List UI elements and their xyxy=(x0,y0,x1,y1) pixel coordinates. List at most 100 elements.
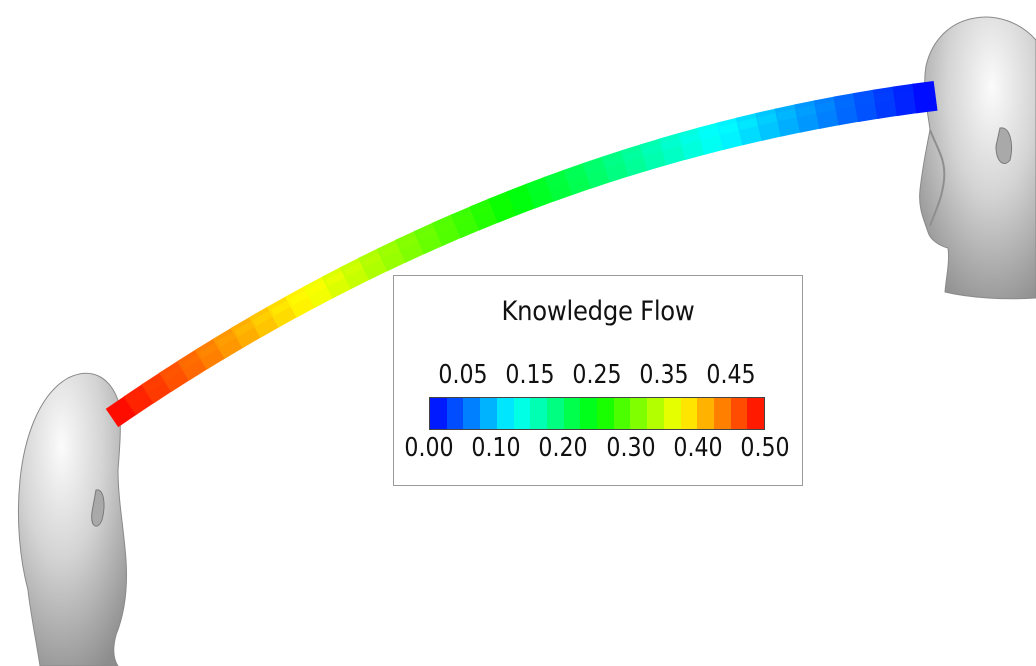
flow-segment-highlight xyxy=(289,289,311,306)
flow-segment xyxy=(677,127,706,160)
right-head-shape xyxy=(919,16,1036,300)
flow-segment xyxy=(716,117,745,151)
color-bar-level xyxy=(713,398,731,429)
flow-segment xyxy=(853,89,879,123)
color-bar-level xyxy=(563,398,581,429)
flow-segment xyxy=(833,92,860,126)
flow-segment-highlight xyxy=(604,154,626,169)
right-face-detail xyxy=(929,129,946,227)
color-bar-level xyxy=(530,398,547,429)
flow-segment-highlight xyxy=(343,260,366,277)
flow-segment xyxy=(892,83,918,117)
flow-segment xyxy=(469,198,500,231)
flow-segment-highlight xyxy=(216,330,239,348)
legend-title: Knowledge Flow xyxy=(501,296,695,327)
flow-segment-highlight xyxy=(491,194,513,210)
flow-segment-highlight xyxy=(307,279,329,296)
flow-segment-highlight xyxy=(796,104,818,118)
flow-segment xyxy=(544,169,574,202)
color-bar-level xyxy=(730,398,748,429)
color-bar-level xyxy=(480,398,497,429)
flow-segment xyxy=(639,138,668,171)
flow-segment-highlight xyxy=(566,166,588,181)
flow-segment-highlight xyxy=(361,251,384,268)
flow-segment xyxy=(755,108,783,141)
left-head-shape xyxy=(17,372,127,666)
flow-segment xyxy=(658,132,687,166)
flow-segment-highlight xyxy=(661,137,683,151)
color-bar-level xyxy=(597,398,614,429)
left-ear xyxy=(91,489,105,527)
flow-segment-highlight xyxy=(380,243,402,259)
legend-tick-label: 0.40 xyxy=(673,433,723,463)
legend-tick-label: 0.45 xyxy=(706,360,756,390)
color-bar-level xyxy=(513,398,531,429)
flow-segment xyxy=(105,395,138,428)
legend-tick-label: 0.10 xyxy=(471,433,521,463)
flow-segment-highlight xyxy=(510,187,532,202)
legend-tick-label: 0.00 xyxy=(404,433,454,463)
flow-segment xyxy=(159,360,191,392)
legend-tick-label: 0.05 xyxy=(437,360,488,390)
flow-segment-highlight xyxy=(398,234,421,250)
flow-segment xyxy=(506,183,537,216)
right-ear xyxy=(995,127,1013,164)
color-bar-level xyxy=(496,398,514,429)
legend-tick-label: 0.30 xyxy=(605,433,656,463)
flow-segment xyxy=(774,104,802,137)
flow-segment xyxy=(395,230,426,263)
legend-tick-label: 0.20 xyxy=(538,433,588,463)
color-bar-level xyxy=(463,398,481,429)
color-bar-level xyxy=(613,398,631,429)
flow-segment xyxy=(321,266,353,299)
flow-segment-highlight xyxy=(894,88,915,100)
legend-tick-label: 0.25 xyxy=(572,360,622,390)
flow-segment-highlight xyxy=(738,117,760,131)
flow-segment xyxy=(339,257,371,290)
flow-segment-highlight xyxy=(234,319,257,337)
color-bar-level xyxy=(697,398,714,429)
flow-segment xyxy=(735,112,764,146)
color-bar-level xyxy=(680,398,698,429)
flow-segment-highlight xyxy=(913,85,935,98)
flow-segment-highlight xyxy=(815,100,837,114)
flow-segment xyxy=(413,222,444,255)
right-head xyxy=(919,16,1036,300)
flow-segment-highlight xyxy=(325,270,347,287)
color-bar-level xyxy=(430,398,447,429)
flow-segment xyxy=(697,122,725,155)
flow-segment xyxy=(525,176,556,209)
flow-segment xyxy=(123,383,155,416)
flow-segment-highlight xyxy=(757,112,779,126)
flow-segment xyxy=(488,190,518,223)
flow-segment xyxy=(358,248,389,281)
flow-segment-highlight xyxy=(198,341,221,359)
flow-segment xyxy=(813,96,841,129)
legend-tick-label: 0.15 xyxy=(505,360,555,390)
flow-segment-highlight xyxy=(835,97,857,110)
color-bar xyxy=(429,397,765,430)
knowledge-flow-tube xyxy=(105,80,938,428)
flow-segment xyxy=(872,86,899,119)
left-head xyxy=(17,372,127,666)
flow-segment xyxy=(601,150,631,183)
flow-segment xyxy=(432,214,463,247)
color-bar-level xyxy=(580,398,598,429)
flow-segment-highlight xyxy=(435,217,458,233)
flow-segment-highlight xyxy=(163,363,185,381)
flow-segment xyxy=(194,338,227,370)
legend-tick-label: 0.50 xyxy=(740,433,790,463)
flow-segment xyxy=(248,306,280,338)
flow-segment-highlight xyxy=(454,209,476,225)
flow-segment-highlight xyxy=(528,180,551,195)
flow-segment-highlight xyxy=(718,121,741,135)
flow-segment xyxy=(141,372,173,404)
flow-segment xyxy=(230,316,262,349)
flow-segment xyxy=(794,100,821,133)
color-bar-level xyxy=(446,398,464,429)
flow-segment-highlight xyxy=(874,91,896,103)
flow-segment-highlight xyxy=(642,142,664,157)
flow-segment-highlight xyxy=(699,126,721,140)
